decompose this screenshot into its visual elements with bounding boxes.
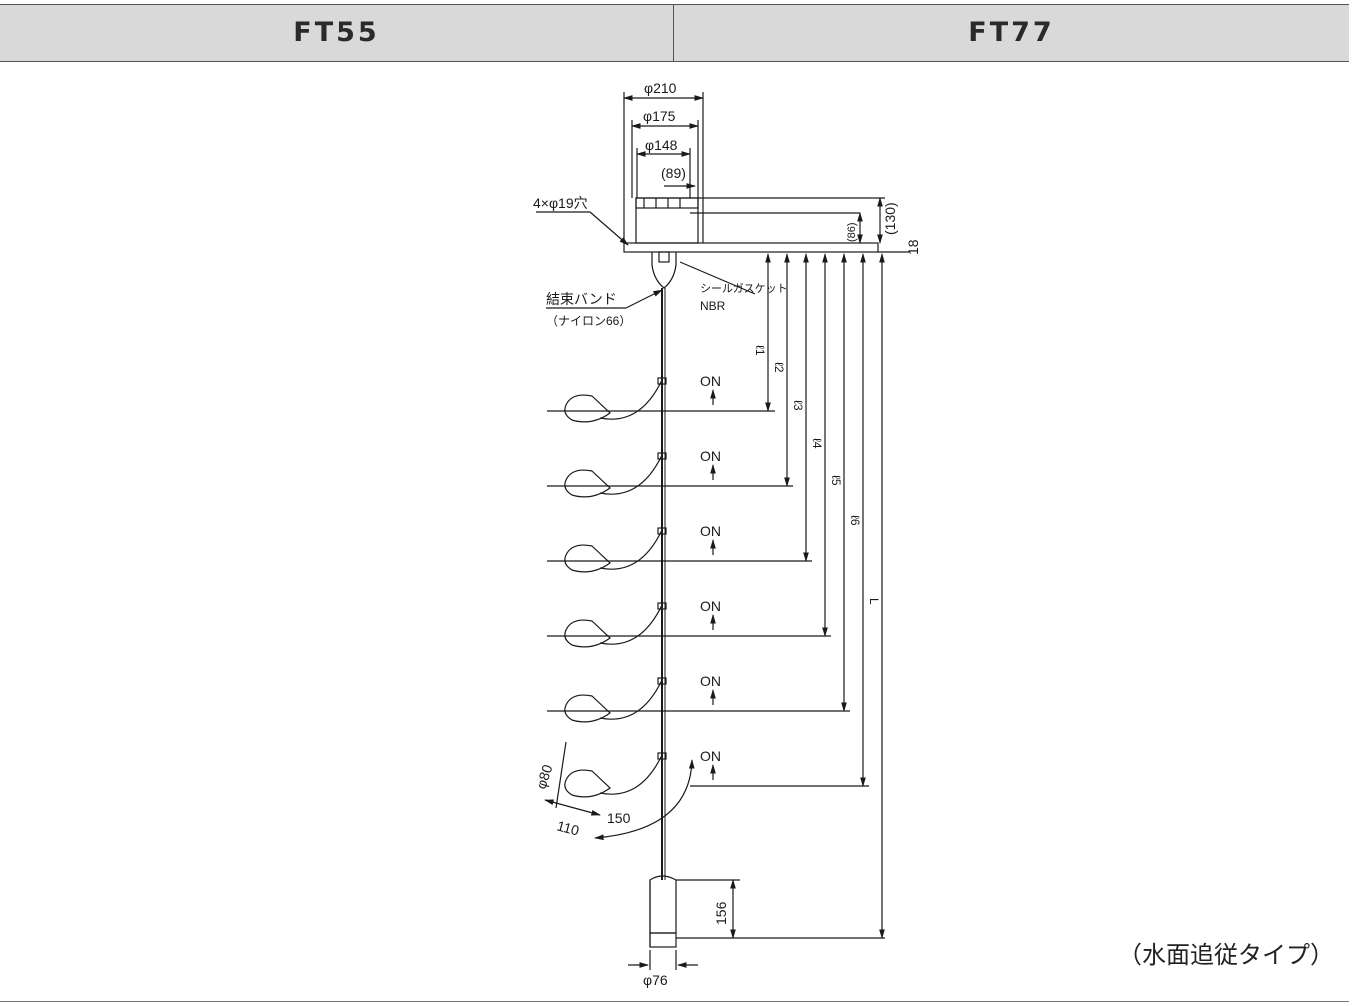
dim-l4: ℓ4: [810, 438, 824, 449]
gasket-material-label: NBR: [700, 299, 726, 313]
dim-L: L: [867, 598, 881, 605]
dim-d89: (89): [661, 165, 686, 181]
dim-d210: φ210: [644, 80, 677, 96]
dim-h156: 156: [713, 901, 729, 925]
dim-l5: ℓ5: [829, 475, 843, 486]
dim-h86: (86): [846, 222, 858, 242]
dim-h18: 18: [905, 239, 921, 255]
on-label-3: ON: [700, 523, 721, 539]
band-material-label: （ナイロン66）: [546, 314, 631, 328]
dim-d175: φ175: [643, 108, 676, 124]
top-body: [635, 197, 699, 244]
float-4: [547, 602, 831, 648]
dim-h130: (130): [882, 202, 898, 235]
dim-l2: ℓ2: [772, 362, 786, 373]
band-label: 結束バンド: [546, 291, 617, 307]
dim-l3: ℓ3: [791, 400, 805, 411]
gasket-label: シールガスケット: [700, 282, 788, 295]
float-2: [547, 452, 793, 498]
header-bar: FT55 FT77: [0, 4, 1349, 62]
float-1: [547, 377, 775, 423]
dim-l1: ℓ1: [753, 345, 767, 356]
dim-r150: 150: [607, 810, 631, 826]
dim-l6: ℓ6: [848, 515, 862, 526]
dim-d110: 110: [555, 817, 581, 838]
dim-d80: φ80: [533, 762, 556, 791]
dim-d76: φ76: [643, 972, 668, 988]
model-ft77-label: FT77: [968, 17, 1055, 48]
on-label-4: ON: [700, 598, 721, 614]
type-caption: （水面追従タイプ）: [1118, 941, 1334, 969]
float-6: [544, 741, 869, 841]
on-label-6: ON: [700, 748, 721, 764]
float-5: [547, 677, 850, 723]
on-label-1: ON: [700, 373, 721, 389]
mounting-plate: [623, 242, 879, 253]
float-3: [547, 527, 812, 573]
holes-label: 4×φ19穴: [533, 195, 588, 211]
on-label-5: ON: [700, 673, 721, 689]
bottom-rule: [0, 1001, 1349, 1002]
on-label-2: ON: [700, 448, 721, 464]
header-divider: [673, 5, 674, 61]
top-cap: [635, 197, 699, 209]
dim-d148: φ148: [645, 137, 678, 153]
model-ft55-label: FT55: [293, 17, 380, 48]
